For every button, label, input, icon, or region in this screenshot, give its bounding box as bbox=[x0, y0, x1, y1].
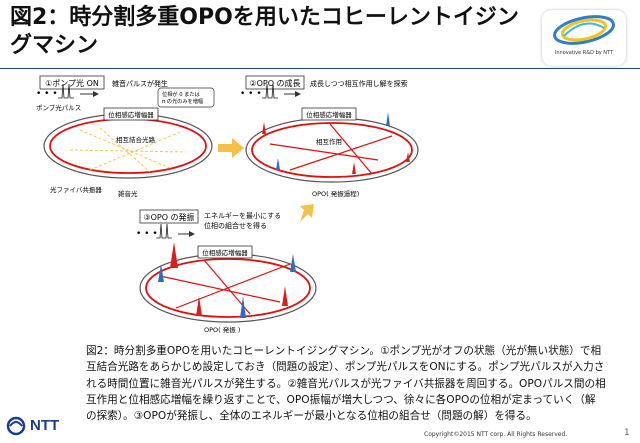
pump-label: ポンプ光パルス bbox=[36, 103, 81, 112]
panel1-amp-label: 位相感応増幅器 bbox=[108, 110, 154, 119]
ntt-wordmark: NTT bbox=[30, 417, 60, 434]
arrow-2-to-3 bbox=[296, 204, 314, 226]
ntt-logo: NTT bbox=[6, 416, 66, 436]
svg-text:• • •: • • • bbox=[136, 229, 158, 239]
logo-text: Innovative R&D by NTT bbox=[554, 50, 614, 56]
panel1-note: 雑音パルスが発生 bbox=[112, 79, 168, 88]
panel3-note-1: エネルギーを最小にする bbox=[204, 211, 281, 220]
panel-opo-growth: ②OPO の成長 成長しつつ相互作用し解を探索 • • • 位相感応増幅器 相互… bbox=[240, 75, 419, 198]
arrow-1-to-2 bbox=[218, 138, 244, 158]
noise-label: 雑音光 bbox=[118, 189, 138, 198]
panel1-outer-loop bbox=[43, 113, 213, 179]
panel2-amp-label: 位相感応増幅器 bbox=[306, 110, 352, 119]
copyright: Copyright©2015 NTT corp. All Rights Rese… bbox=[424, 431, 568, 438]
panel1-label-box bbox=[39, 75, 105, 90]
panel3-opo-label: OPO( 発振 ) bbox=[204, 325, 240, 334]
panel1-label: ①ポンプ光 ON bbox=[45, 78, 99, 88]
panel3-label: ③OPO の発振 bbox=[143, 212, 194, 222]
phase-bubble-line2: π の光のみを増幅 bbox=[162, 97, 203, 105]
coupling-lines bbox=[69, 127, 187, 173]
pump-pulses bbox=[58, 83, 74, 99]
svg-text:• • •: • • • bbox=[240, 89, 262, 99]
panel2-opo-label: OPO( 発振過程) bbox=[312, 189, 359, 198]
panel-opo-oscillation: ③OPO の発振 エネルギーを最小にする 位相の組合せを得る • • • 位相感… bbox=[136, 209, 317, 334]
panel2-label: ②OPO の成長 bbox=[249, 78, 300, 88]
interaction-label: 相互作用 bbox=[316, 137, 342, 146]
pump-dots: • • • bbox=[36, 89, 58, 99]
innovative-rd-logo: Innovative R&D by NTT bbox=[542, 10, 626, 66]
panel-pump-on: ①ポンプ光 ON 雑音パルスが発生 • • • ポンプ光パルス 位相感応増幅器 … bbox=[36, 75, 215, 198]
phase-bubble-line1: 位相が 0 または bbox=[162, 90, 200, 98]
panel2-ring bbox=[251, 122, 413, 178]
phase-bubble bbox=[157, 87, 215, 108]
coupling-label: 相互結合光路 bbox=[116, 135, 156, 144]
panel2-note: 成長しつつ相互作用し解を探索 bbox=[310, 79, 408, 88]
panel3-note-2: 位相の組合せを得る bbox=[204, 221, 267, 230]
panel3-ring bbox=[145, 258, 311, 318]
page-number: 1 bbox=[624, 428, 630, 438]
panel3-amp-label: 位相感応増幅器 bbox=[202, 248, 248, 257]
title-divider bbox=[0, 68, 640, 69]
page-title: 図2：時分割多重OPOを用いたコヒーレントイジングマシン bbox=[10, 5, 519, 58]
panel1-ring bbox=[49, 118, 207, 174]
panel1-amp-box bbox=[103, 107, 159, 121]
resonator-label: 光ファイバ共振器 bbox=[50, 185, 102, 194]
figure-caption: 図2：時分割多重OPOを用いたコヒーレントイジングマシン。①ポンプ光がオフの状態… bbox=[86, 345, 606, 423]
ising-machine-diagram: ①ポンプ光 ON 雑音パルスが発生 • • • ポンプ光パルス 位相感応増幅器 … bbox=[0, 70, 640, 340]
